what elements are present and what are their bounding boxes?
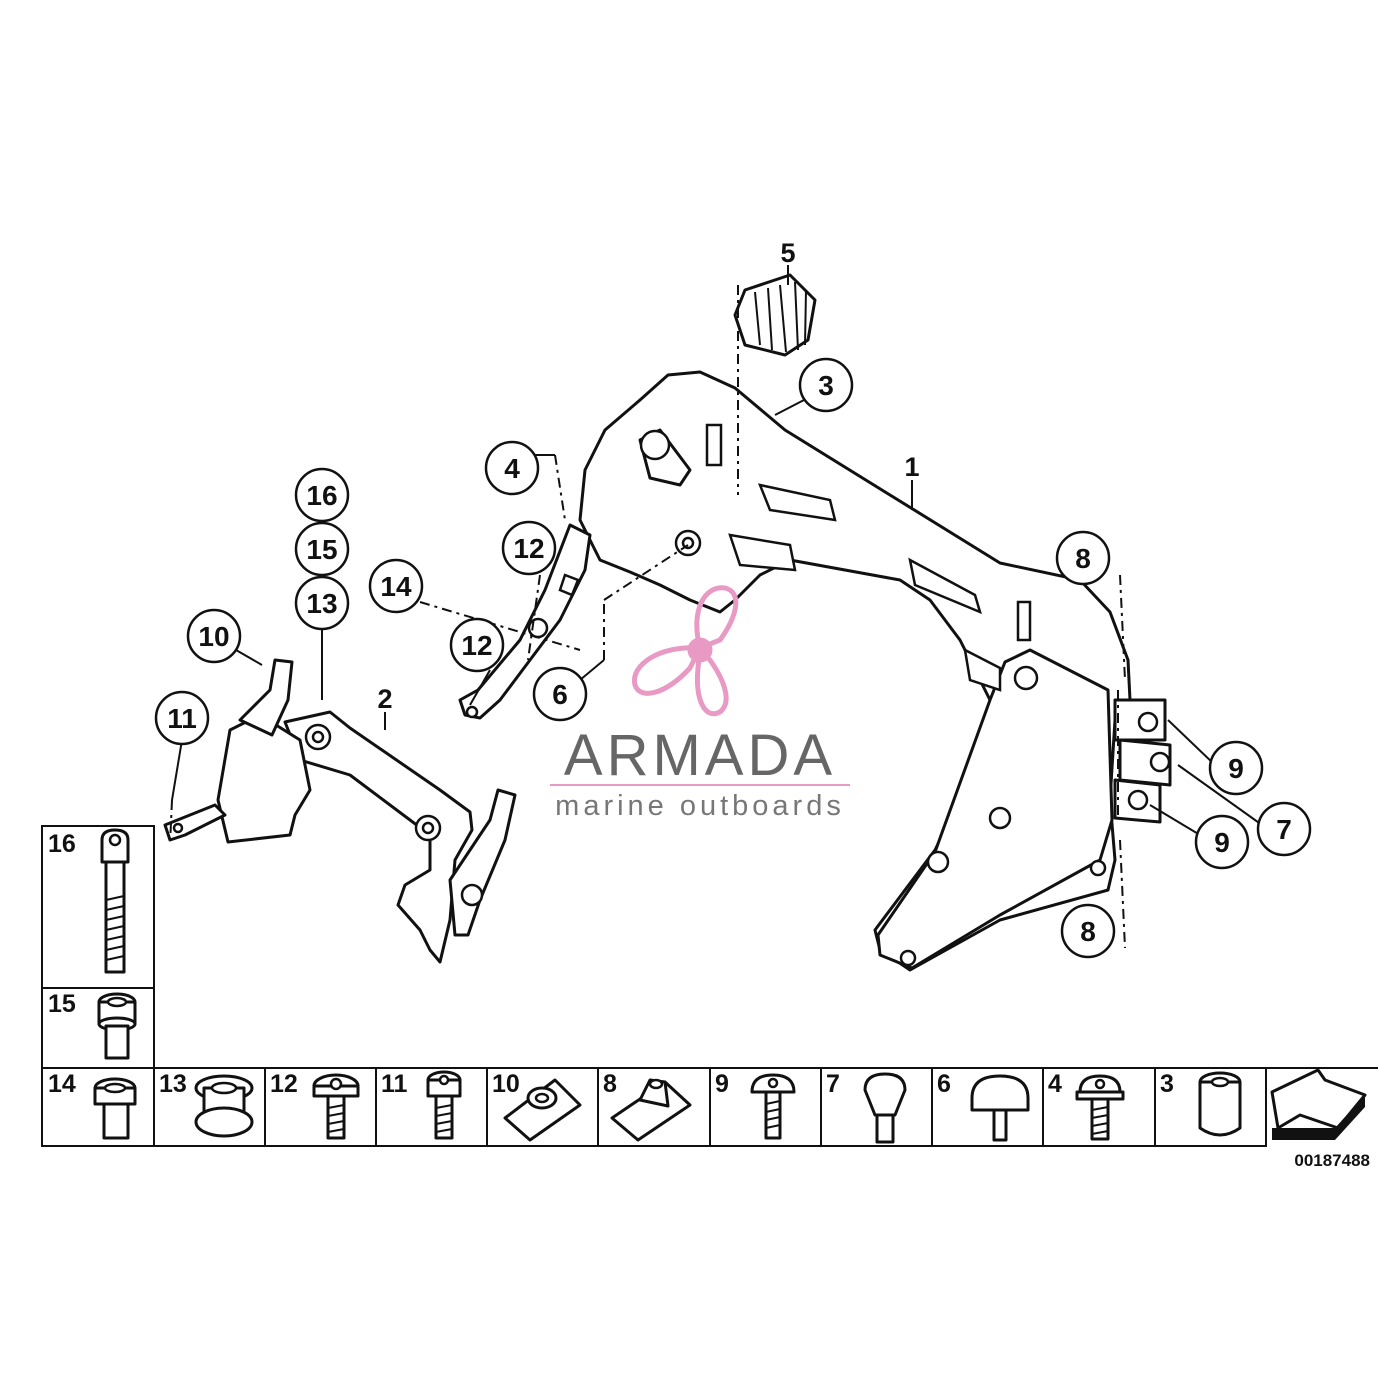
rubber-buffer-icon xyxy=(863,1072,907,1144)
legend-cell-label: 10 xyxy=(492,1070,520,1098)
callout-label: 8 xyxy=(1080,916,1096,947)
torx-bolt-icon xyxy=(1075,1074,1125,1141)
speed-nut-icon xyxy=(610,1078,692,1142)
callout-3: 3 xyxy=(798,357,854,413)
legend-cell-label: 12 xyxy=(270,1070,298,1098)
legend-cell-label: 4 xyxy=(1048,1070,1062,1098)
legend-cell-label: 11 xyxy=(381,1070,408,1098)
legend-cell-label: 16 xyxy=(48,830,76,858)
callout-7: 7 xyxy=(1256,801,1312,857)
sleeve-bushing-icon xyxy=(97,992,137,1060)
callout-6: 6 xyxy=(532,666,588,722)
callout-label: 13 xyxy=(306,588,337,619)
callout-8-lower: 8 xyxy=(1060,903,1116,959)
callout-leaders xyxy=(169,265,1263,949)
legend-cell-label: 15 xyxy=(48,990,76,1018)
fastener-legend: 16 15 14 13 12 11 10 8 9 7 6 4 3 xyxy=(41,825,1378,1147)
callout-label: 7 xyxy=(1276,814,1292,845)
callout-label: 4 xyxy=(504,453,520,484)
callout-label: 16 xyxy=(306,480,337,511)
callout-label: 11 xyxy=(167,703,197,734)
document-number: 00187488 xyxy=(1294,1151,1370,1170)
callout-label: 2 xyxy=(377,684,392,714)
rubber-grommet-icon xyxy=(194,1074,254,1138)
callout-12-lower: 12 xyxy=(449,617,505,673)
callout-label: 15 xyxy=(306,534,337,565)
callout-label: 8 xyxy=(1075,543,1091,574)
callout-label: 10 xyxy=(198,621,229,652)
callout-label: 5 xyxy=(780,238,795,268)
flange-bolt-icon xyxy=(312,1073,360,1140)
callout-4: 4 xyxy=(484,440,540,496)
callout-11: 11 xyxy=(154,690,210,746)
callout-12-upper: 12 xyxy=(501,520,557,576)
callout-label: 1 xyxy=(904,452,919,482)
callout-10: 10 xyxy=(186,608,242,664)
callout-label: 9 xyxy=(1214,827,1230,858)
insert-nut-icon xyxy=(1198,1071,1242,1137)
clip-nut-icon xyxy=(503,1078,582,1142)
legend-cell-label: 8 xyxy=(603,1070,617,1098)
legend-cell-label: 14 xyxy=(48,1070,76,1098)
callout-label: 14 xyxy=(380,571,412,602)
button-buffer-icon xyxy=(970,1074,1030,1142)
armada-watermark: ARMADA marine outboards xyxy=(550,585,850,822)
direction-arrow-icon xyxy=(1270,1068,1367,1140)
rubber-damper-part xyxy=(733,273,817,357)
callout-9-upper: 9 xyxy=(1208,740,1264,796)
legend-cell-label: 6 xyxy=(937,1070,951,1098)
callout-label: 9 xyxy=(1228,753,1244,784)
callout-label: 12 xyxy=(461,630,492,661)
callout-label: 12 xyxy=(513,533,544,564)
legend-cell-label: 7 xyxy=(826,1070,840,1098)
callout-14: 14 xyxy=(368,558,424,614)
callout-13: 13 xyxy=(294,575,350,631)
spacer-bushing-icon xyxy=(93,1077,137,1140)
pan-screw-icon xyxy=(750,1073,796,1140)
main-frame-part xyxy=(578,370,1172,972)
callout-bubbles: 5 3 4 1 16 15 13 12 14 xyxy=(154,238,1312,959)
callout-9-lower: 9 xyxy=(1194,814,1250,870)
callout-8-upper: 8 xyxy=(1055,530,1111,586)
legend-cell-label: 3 xyxy=(1160,1070,1174,1098)
lower-bracket-part xyxy=(163,658,517,964)
long-bolt-icon xyxy=(100,828,130,974)
legend-cell-label: 9 xyxy=(715,1070,729,1098)
watermark-tagline: marine outboards xyxy=(555,790,845,822)
callout-15: 15 xyxy=(294,521,350,577)
hex-bolt-icon xyxy=(426,1070,462,1140)
callout-16: 16 xyxy=(294,467,350,523)
callout-label: 6 xyxy=(552,679,568,710)
watermark-brand: ARMADA xyxy=(564,723,836,788)
callout-label: 3 xyxy=(818,370,834,401)
propeller-icon xyxy=(632,585,739,717)
legend-cell-label: 13 xyxy=(159,1070,187,1098)
